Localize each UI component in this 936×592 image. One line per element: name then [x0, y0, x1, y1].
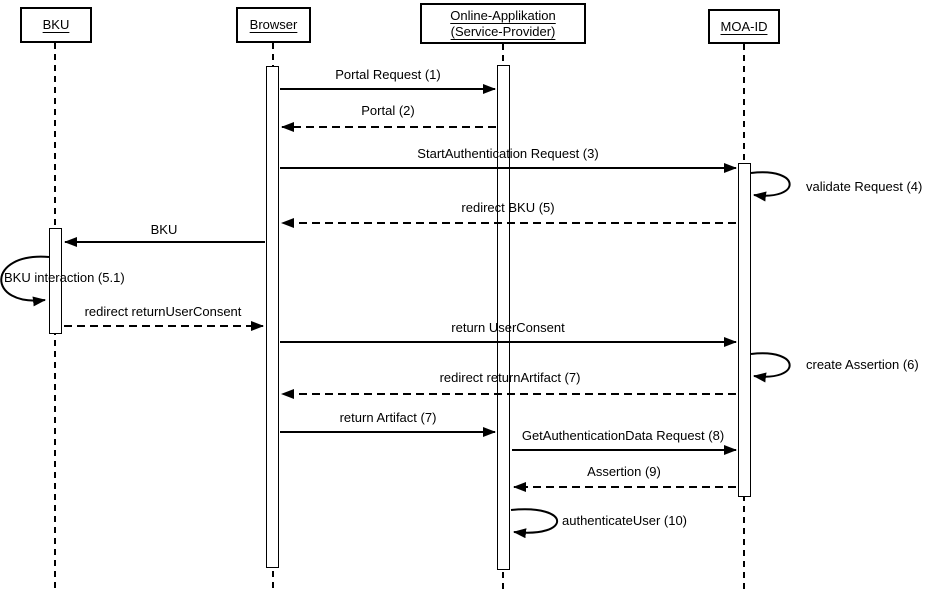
label-assertion: Assertion (9)	[587, 464, 661, 479]
actor-label-online-applikation: Online-Applikation (Service-Provider)	[450, 7, 556, 39]
label-return-user-consent: return UserConsent	[451, 320, 565, 335]
label-redirect-return-user-consent: redirect returnUserConsent	[84, 304, 242, 319]
label-bku: BKU	[150, 222, 178, 237]
actor-box-moa-id: MOA-ID	[708, 9, 780, 44]
actor-label-bku: BKU	[42, 17, 70, 32]
label-portal: Portal (2)	[361, 103, 415, 118]
actor-label-browser: Browser	[249, 17, 298, 32]
label-portal-request: Portal Request (1)	[335, 67, 441, 82]
self-loop-bku-interaction	[0, 255, 50, 307]
activation-bar-browser	[266, 66, 279, 568]
actor-box-browser: Browser	[236, 7, 311, 43]
actor-box-bku: BKU	[20, 7, 92, 43]
label-create-assertion: create Assertion (6)	[806, 357, 919, 372]
activation-bar-bku	[49, 228, 62, 334]
label-start-authentication-request: StartAuthentication Request (3)	[417, 146, 599, 161]
label-validate-request: validate Request (4)	[806, 179, 923, 194]
activation-bar-moa-id	[738, 163, 751, 497]
label-return-artifact: return Artifact (7)	[339, 410, 437, 425]
self-loop-validate-request	[750, 171, 791, 202]
label-authenticate-user: authenticateUser (10)	[562, 513, 688, 528]
label-get-authentication-data-request: GetAuthenticationData Request (8)	[521, 428, 725, 443]
actor-label-moa-id: MOA-ID	[720, 18, 768, 34]
label-redirect-bku: redirect BKU (5)	[461, 200, 555, 215]
actor-box-online-applikation: Online-Applikation (Service-Provider)	[420, 3, 586, 44]
self-loop-create-assertion	[750, 352, 791, 383]
label-redirect-return-artifact: redirect returnArtifact (7)	[439, 370, 581, 385]
activation-bar-online-applikation	[497, 65, 510, 570]
label-bku-interaction: BKU interaction (5.1)	[4, 270, 125, 285]
self-loop-authenticate-user	[510, 508, 558, 539]
